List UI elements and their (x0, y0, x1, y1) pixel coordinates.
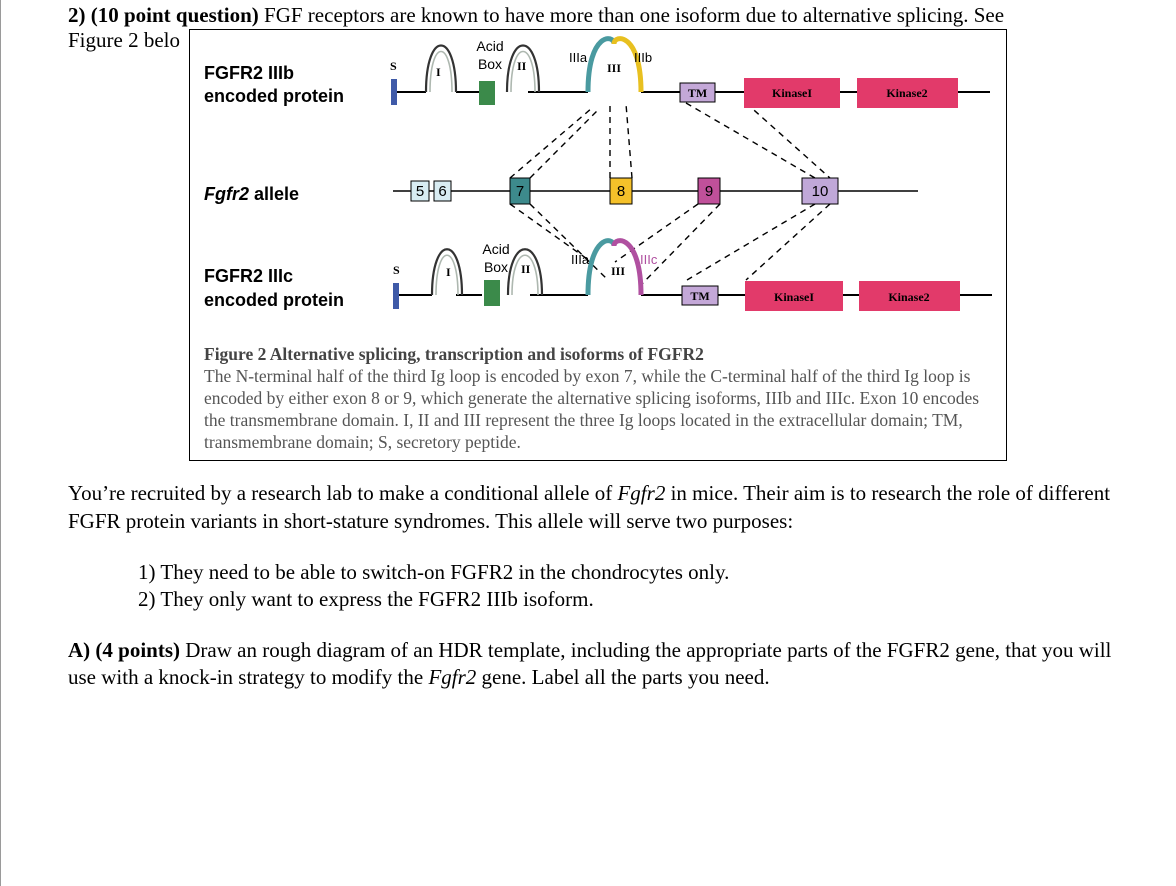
exon-5-label: 5 (416, 183, 424, 200)
kinase2-iiib (857, 78, 958, 108)
guide-7-iiia-bottom (509, 203, 591, 262)
question-text-line1: FGF receptors are known to have more tha… (264, 3, 1005, 27)
exon-8 (609, 177, 633, 205)
iiic-label: IIIc (640, 252, 658, 267)
secretory-label-iiib: S (390, 59, 397, 73)
figure-caption-title: Figure 2 Alternative splicing, transcrip… (204, 344, 704, 364)
loop-2-label-iiib: II (517, 59, 527, 73)
figure-caption: Figure 2 Alternative splicing, transcrip… (204, 343, 994, 453)
guide-10-tm-right (745, 203, 831, 281)
part-a-after: gene. Label all the parts you need. (476, 665, 770, 689)
label-encoded-protein-bottom: encoded protein (204, 290, 344, 310)
exon-10 (801, 177, 839, 205)
part-a-before: Draw an rough diagram of an HDR template… (68, 638, 1112, 689)
secretory-label-iiic: S (393, 263, 400, 277)
splicing-guides (509, 102, 831, 287)
exon-7 (509, 177, 531, 205)
box-label-iiic: Box (484, 259, 508, 275)
tm-label-iiib: TM (688, 86, 707, 100)
paragraph-gene: Fgfr2 (617, 481, 666, 505)
page-left-border (0, 0, 1, 886)
secretory-peptide-iiic (393, 283, 399, 309)
label-fgfr2-allele: Fgfr2 allele (204, 184, 299, 204)
kinase1-iiic (745, 281, 843, 311)
loop-1-label-iiib: I (436, 65, 441, 79)
tm-domain-iiic (681, 285, 719, 306)
tm-domain-iiib (679, 82, 716, 103)
guide-7-iiia-top (509, 107, 593, 179)
loop-2-label-iiic: II (521, 262, 531, 276)
requirement-item: 1) They need to be able to switch-on FGF… (138, 560, 730, 584)
protein-iiib: S I Acid Box II IIIa IIIb III TM KinaseI… (390, 36, 990, 108)
label-fgfr2-iiib: FGFR2 IIIb (204, 63, 294, 83)
guide-8-iiib-right (625, 103, 633, 179)
context-paragraph: You’re recruited by a research lab to ma… (68, 479, 1128, 535)
figure-caption-body: The N-terminal half of the third Ig loop… (204, 366, 980, 452)
exon-6 (433, 180, 452, 202)
exon-9 (697, 177, 721, 205)
exon-10-label: 10 (812, 183, 829, 200)
exon-7-label: 7 (516, 183, 524, 200)
ig-loop-2-iiic (506, 248, 544, 296)
question-points: (10 point question) (90, 3, 259, 27)
fgfr2-allele: 5 6 7 8 9 10 (393, 177, 918, 205)
protein-iiic: S I Acid Box II IIIa IIIc III TM KinaseI… (393, 238, 992, 311)
secretory-peptide-iiib (391, 79, 397, 105)
guide-7-iiia-top-2 (529, 109, 599, 179)
part-a-gene: Fgfr2 (428, 665, 477, 689)
exon-9-label: 9 (705, 183, 713, 200)
figure-2-box: FGFR2 IIIb encoded protein Fgfr2 allele … (189, 29, 1007, 461)
ig-loop-2-iiib (505, 44, 541, 93)
exon-5 (410, 180, 430, 202)
acid-box-iiic (484, 280, 500, 306)
acid-box-iiib (479, 81, 495, 105)
part-a-label: A) (4 points) (68, 638, 181, 662)
guide-10-tm-left (686, 203, 816, 281)
paragraph-after: in mice. Their aim is to research the ro… (68, 481, 1111, 533)
loop-3-iiic-half (611, 238, 644, 296)
guide-9-iiic-left (614, 203, 699, 263)
guide-tm-10-left (685, 102, 816, 179)
iiib-label-top: IIIb (634, 50, 652, 65)
guide-tm-10-right (745, 102, 831, 179)
part-a-question: A) (4 points) Draw an rough diagram of a… (68, 637, 1128, 691)
question-header: 2) (10 point question) FGF receptors are… (68, 2, 1004, 28)
ig-loop-1-iiib (424, 44, 458, 93)
exon-6-label: 6 (438, 183, 446, 200)
box-label-iiib: Box (478, 56, 502, 72)
kinase2-label-iiic: Kinase2 (888, 290, 929, 304)
requirement-item: 2) They only want to express the FGFR2 I… (138, 587, 594, 611)
kinase2-iiic (859, 281, 960, 311)
acid-label-iiic: Acid (482, 241, 509, 257)
label-encoded-protein-top: encoded protein (204, 86, 344, 106)
guide-9-iiic-right (639, 203, 721, 287)
question-number: 2) (68, 3, 86, 27)
ig-loop-1-iiic (430, 248, 464, 296)
paragraph-before: You’re recruited by a research lab to ma… (68, 481, 618, 505)
kinase1-label-iiib: KinaseI (772, 86, 812, 100)
loop-3-label-iiic: III (611, 264, 625, 278)
requirements-list: 1) They need to be able to switch-on FGF… (138, 559, 729, 613)
iiia-label-top: IIIa (569, 50, 588, 65)
kinase1-iiib (744, 78, 840, 108)
loop-1-label-iiic: I (446, 265, 451, 279)
loop-3-iiib-half (611, 36, 644, 93)
iiia-label-bottom: IIIa (571, 252, 590, 267)
label-fgfr2-iiic: FGFR2 IIIc (204, 266, 293, 286)
kinase1-label-iiic: KinaseI (774, 290, 814, 304)
acid-label-iiib: Acid (476, 38, 503, 54)
label-allele-gene: Fgfr2 (204, 184, 249, 204)
loop-3-label-iiib: III (607, 61, 621, 75)
question-text-line2: Figure 2 belo (68, 28, 180, 52)
exon-8-label: 8 (617, 183, 625, 200)
kinase2-label-iiib: Kinase2 (886, 86, 927, 100)
label-allele-word: allele (249, 184, 299, 204)
guide-7-iiia-bottom-2 (529, 203, 609, 281)
splicing-diagram: FGFR2 IIIb encoded protein Fgfr2 allele … (204, 36, 992, 311)
tm-label-iiic: TM (690, 289, 709, 303)
